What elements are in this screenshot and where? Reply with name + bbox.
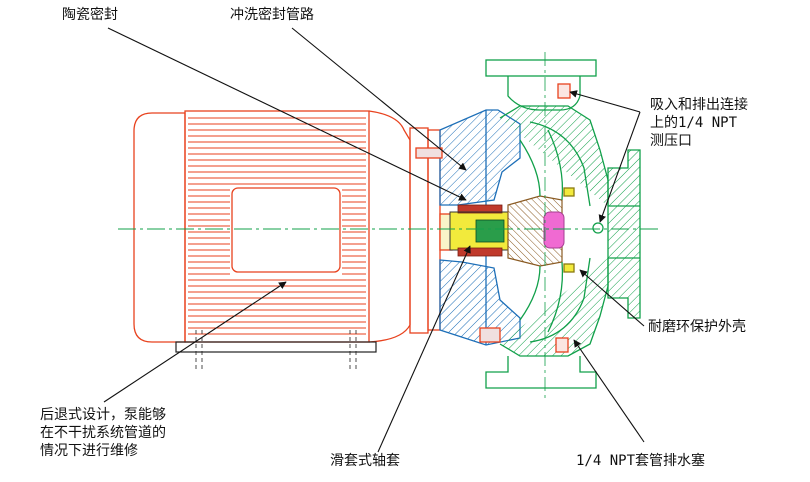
leader-wear-ring bbox=[579, 269, 645, 327]
label-ceramic-seal: 陶瓷密封 bbox=[62, 7, 118, 23]
pump-casing bbox=[485, 59, 641, 389]
label-pressure-tap-line3: 测压口 bbox=[650, 133, 692, 149]
impeller-hub bbox=[507, 195, 565, 267]
adapter-housing bbox=[415, 109, 521, 346]
leader-back-pull-out bbox=[103, 281, 287, 403]
leader-pressure-tap-top bbox=[569, 90, 641, 113]
label-back-pull-out-line2: 在不干扰系统管道的 bbox=[40, 425, 166, 441]
leader-lines bbox=[103, 27, 645, 453]
label-wear-ring-casing: 耐磨环保护外壳 bbox=[648, 319, 746, 335]
label-back-pull-out-line3: 情况下进行维修 bbox=[40, 443, 138, 459]
label-pressure-tap-line2: 上的1/4 NPT bbox=[650, 115, 738, 131]
label-flush-seal-pipe: 冲洗密封管路 bbox=[230, 7, 314, 23]
leader-ceramic-seal bbox=[107, 27, 467, 201]
label-drain-plug: 1/4 NPT套管排水塞 bbox=[576, 453, 706, 469]
label-back-pull-out-line1: 后退式设计，泵能够 bbox=[40, 407, 166, 423]
leader-pressure-tap-mid bbox=[598, 111, 641, 223]
leader-sleeve-bearing bbox=[377, 245, 471, 453]
label-pressure-tap-line1: 吸入和排出连接 bbox=[650, 97, 748, 113]
leader-drain-plug bbox=[573, 339, 645, 443]
shaft-seal-assembly bbox=[449, 204, 509, 257]
motor bbox=[133, 110, 453, 343]
leader-flush-pipe bbox=[291, 27, 467, 171]
base-plate bbox=[175, 330, 377, 372]
label-sleeve-bearing: 滑套式轴套 bbox=[330, 453, 400, 469]
